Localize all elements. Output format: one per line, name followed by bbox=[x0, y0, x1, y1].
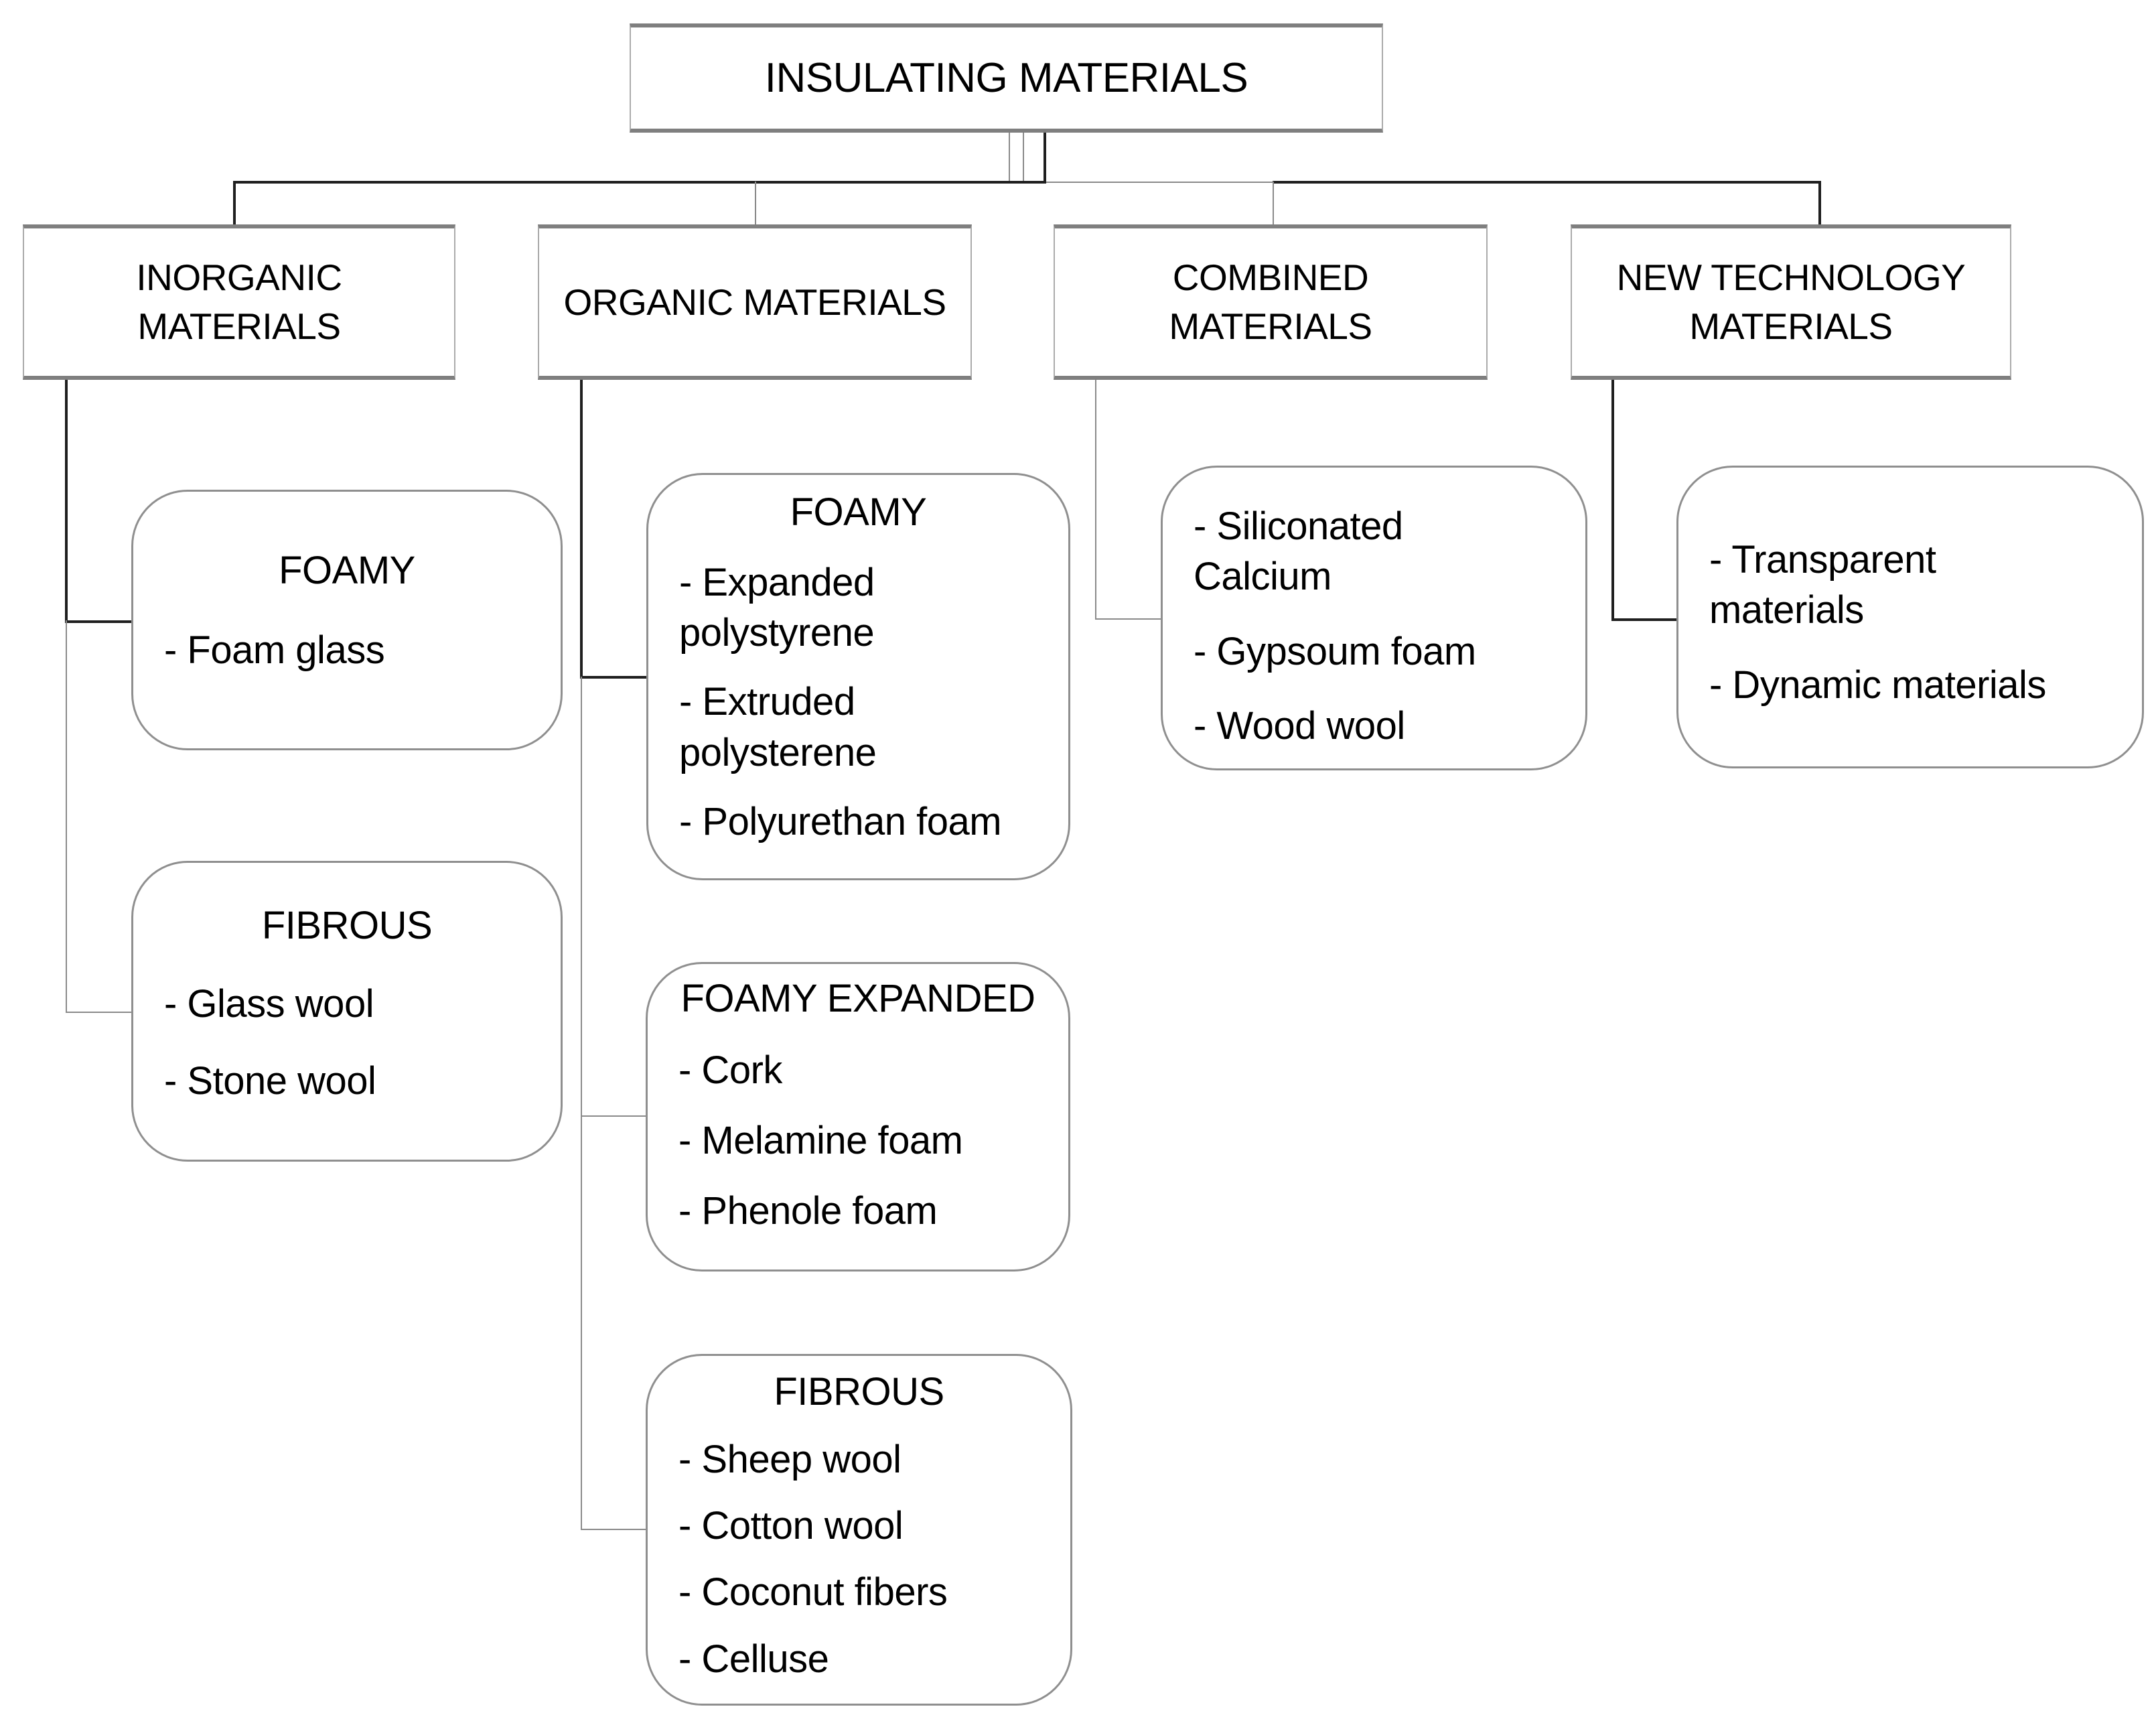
child-item: - Expanded polystyrene bbox=[679, 560, 875, 655]
child-title: FOAMY bbox=[790, 490, 927, 534]
child-item: - Extruded polysterene bbox=[679, 680, 877, 774]
child-title: FOAMY bbox=[279, 549, 415, 592]
branch-label-new-technology: NEW TECHNOLOGY MATERIALS bbox=[1616, 257, 1966, 347]
connector-trunk-left bbox=[233, 181, 1046, 184]
connector-organic-stem bbox=[580, 379, 583, 679]
child-item: - Sheep wool bbox=[678, 1437, 902, 1481]
child-item: - Dynamic materials bbox=[1709, 663, 2046, 707]
child-item: - Glass wool bbox=[164, 981, 374, 1026]
child-title: FIBROUS bbox=[774, 1370, 944, 1414]
connector-drop-new-technology bbox=[1818, 181, 1821, 226]
child-box-organic-fibrous: FIBROUS - Sheep wool - Cotton wool - Coc… bbox=[646, 1354, 1072, 1706]
child-box-organic-foamy: FOAMY - Expanded polystyrene - Extruded … bbox=[646, 473, 1070, 880]
child-item: - Foam glass bbox=[164, 628, 385, 672]
branch-box-organic: ORGANIC MATERIALS bbox=[538, 224, 972, 380]
child-box-inorganic-fibrous: FIBROUS - Glass wool - Stone wool bbox=[131, 861, 563, 1162]
connector-trunk-right bbox=[1273, 181, 1821, 184]
branch-label-organic: ORGANIC MATERIALS bbox=[563, 281, 946, 323]
child-item: - Phenole foam bbox=[678, 1189, 938, 1233]
connector-inorganic-stub-foamy bbox=[65, 620, 133, 623]
connector-inorganic-stub-fibrous bbox=[66, 1012, 133, 1013]
branch-label-combined: COMBINED MATERIALS bbox=[1169, 257, 1372, 347]
branch-box-new-technology: NEW TECHNOLOGY MATERIALS bbox=[1571, 224, 2011, 380]
child-item: - Transparent materials bbox=[1709, 538, 1936, 632]
child-item: - Polyurethan foam bbox=[679, 800, 1002, 844]
child-box-organic-foamy-expanded: FOAMY EXPANDED - Cork - Melamine foam - … bbox=[646, 962, 1070, 1272]
connector-root-stem-right bbox=[1044, 132, 1046, 184]
connector-root-stem-mid bbox=[1023, 132, 1024, 182]
child-item: - Cotton wool bbox=[678, 1503, 904, 1548]
child-item: - Stone wool bbox=[164, 1058, 376, 1103]
connector-drop-combined bbox=[1273, 182, 1274, 226]
child-box-combined-items: - Siliconated Calcium - Gypsoum foam - W… bbox=[1161, 466, 1587, 770]
connector-inorganic-stem bbox=[65, 375, 68, 623]
child-item: - Wood wool bbox=[1194, 704, 1405, 748]
child-item: - Siliconated Calcium bbox=[1194, 504, 1403, 599]
connector-organic-stub-foamy bbox=[580, 676, 648, 679]
child-item: - Melamine foam bbox=[678, 1118, 963, 1162]
child-item: - Gypsoum foam bbox=[1194, 629, 1476, 673]
connector-combined-stub bbox=[1095, 618, 1162, 620]
connector-new-technology-stem bbox=[1611, 377, 1614, 621]
connector-drop-organic bbox=[755, 182, 756, 226]
connector-inorganic-stem-lower bbox=[66, 620, 67, 1013]
connector-root-stem-left bbox=[1009, 132, 1010, 182]
child-item: - Celluse bbox=[678, 1637, 829, 1681]
connector-organic-stub-expanded bbox=[581, 1115, 647, 1117]
connector-organic-stub-fibrous bbox=[581, 1529, 647, 1530]
connector-new-technology-stub bbox=[1611, 618, 1678, 621]
child-title: FOAMY EXPANDED bbox=[680, 977, 1035, 1020]
connector-trunk-mid bbox=[1046, 182, 1276, 183]
branch-box-combined: COMBINED MATERIALS bbox=[1054, 224, 1488, 380]
connector-drop-inorganic bbox=[233, 181, 236, 226]
root-box-insulating-materials: INSULATING MATERIALS bbox=[630, 23, 1383, 133]
child-item: - Coconut fibers bbox=[678, 1570, 948, 1615]
root-label: INSULATING MATERIALS bbox=[764, 54, 1248, 101]
branch-box-inorganic: INORGANIC MATERIALS bbox=[23, 224, 455, 380]
child-title: FIBROUS bbox=[261, 904, 433, 947]
child-box-new-technology-items: - Transparent materials - Dynamic materi… bbox=[1676, 466, 2144, 768]
child-box-inorganic-foamy: FOAMY - Foam glass bbox=[131, 490, 563, 750]
branch-label-inorganic: INORGANIC MATERIALS bbox=[136, 257, 342, 347]
child-item: - Cork bbox=[678, 1048, 782, 1092]
connector-organic-stem-lower bbox=[581, 677, 582, 1530]
connector-combined-stem bbox=[1095, 379, 1096, 620]
